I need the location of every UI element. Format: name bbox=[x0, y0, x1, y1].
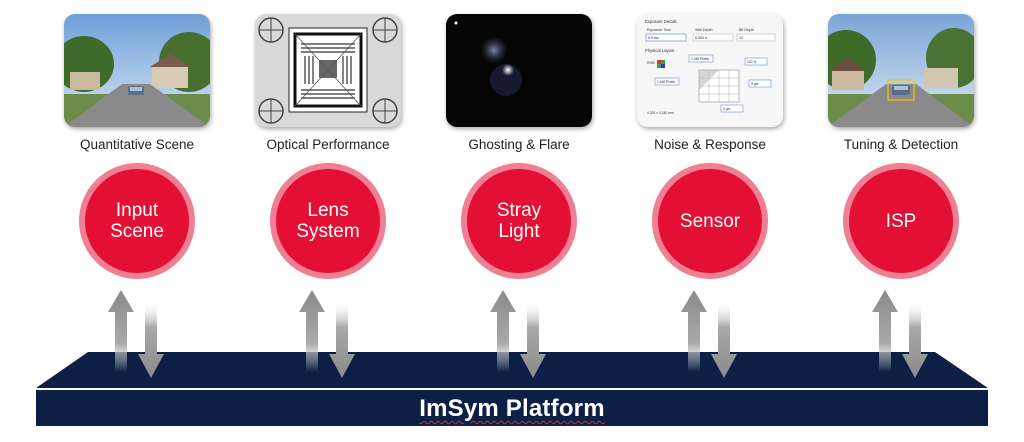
panel-col-exposure: Exposure Time bbox=[647, 28, 671, 32]
caption-noise-response: Noise & Response bbox=[654, 137, 766, 152]
panel-val-bit[interactable]: 12 bbox=[739, 36, 743, 40]
upload-arrow-4 bbox=[681, 290, 707, 372]
thumbnail-detection-scene bbox=[828, 14, 974, 127]
panel-pct[interactable]: 100 % bbox=[747, 60, 756, 64]
node-stray-light: Stray Light bbox=[461, 163, 577, 279]
node-sensor: Sensor bbox=[652, 163, 768, 279]
panel-section-exposure: Exposure Details bbox=[645, 19, 677, 24]
thumbnail-street-scene bbox=[64, 14, 210, 127]
panel-dimensions: 4.320 × 3.240 mm bbox=[647, 111, 674, 115]
panel-um-right[interactable]: 3 µm bbox=[751, 82, 759, 86]
upload-arrow-5 bbox=[872, 290, 898, 372]
platform-front-face bbox=[36, 390, 988, 426]
caption-optical-performance: Optical Performance bbox=[266, 137, 390, 152]
panel-section-layout: Physical Layout bbox=[645, 48, 675, 53]
panel-val-well[interactable]: 6,000 e- bbox=[695, 36, 709, 40]
upload-arrow-1 bbox=[108, 290, 134, 372]
caption-tuning-detection: Tuning & Detection bbox=[843, 137, 959, 152]
download-arrow-1 bbox=[138, 300, 164, 378]
panel-pixels-left[interactable]: 1,440 Pixels bbox=[657, 80, 675, 84]
panel-col-well: Well Depth bbox=[695, 28, 713, 32]
node-lens-system: Lens System bbox=[270, 163, 386, 279]
caption-ghosting-flare: Ghosting & Flare bbox=[468, 137, 570, 152]
thumbnail-resolution-chart bbox=[255, 14, 401, 127]
panel-rgb-label: RGB bbox=[647, 61, 655, 65]
thumbnail-sensor-panel: Exposure Details Exposure Time Well Dept… bbox=[637, 14, 783, 127]
panel-pixels-top[interactable]: 1,440 Pixels bbox=[691, 57, 709, 61]
thumbnail-flare-render bbox=[446, 14, 592, 127]
download-arrow-3 bbox=[520, 300, 546, 378]
platform-title: ImSym Platform bbox=[419, 395, 605, 422]
upload-arrow-3 bbox=[490, 290, 516, 372]
upload-arrow-2 bbox=[299, 290, 325, 372]
panel-col-bit: Bit Depth bbox=[739, 28, 754, 32]
node-isp: ISP bbox=[843, 163, 959, 279]
download-arrow-2 bbox=[329, 300, 355, 378]
platform-top-face bbox=[36, 352, 988, 388]
download-arrow-4 bbox=[711, 300, 737, 378]
panel-val-exposure[interactable]: 0.5 ms bbox=[648, 36, 659, 40]
caption-quantitative-scene: Quantitative Scene bbox=[79, 137, 195, 152]
download-arrow-5 bbox=[902, 300, 928, 378]
node-input-scene: Input Scene bbox=[79, 163, 195, 279]
panel-um-bottom[interactable]: 3 µm bbox=[723, 107, 731, 111]
